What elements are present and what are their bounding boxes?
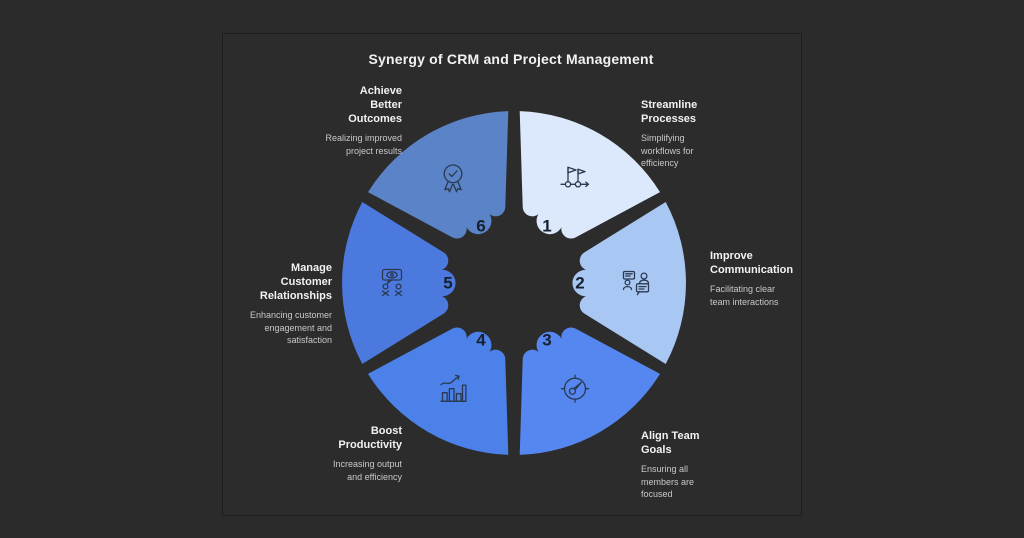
wheel-segment-5 — [342, 202, 456, 364]
label-description: Realizing improved project results — [325, 133, 402, 156]
wheel-segment-6 — [368, 111, 509, 239]
segment-number-1: 1 — [542, 216, 551, 235]
label-heading: Achieve Better Outcomes — [348, 85, 402, 126]
label-description: Ensuring all members are focused — [641, 464, 695, 500]
label-manage-customer-relationships: Manage Customer Relationships Enhancing … — [202, 261, 332, 347]
label-heading: Manage Customer Relationships — [259, 262, 332, 303]
slide-panel — [222, 33, 802, 516]
segment-number-3: 3 — [542, 331, 551, 350]
segment-number-2: 2 — [575, 274, 584, 293]
segment-number-6: 6 — [476, 216, 485, 235]
label-description: Simplifying workflows for efficiency — [641, 133, 694, 169]
label-achieve-better-outcomes: Achieve Better Outcomes Realizing improv… — [282, 84, 402, 157]
wheel-segment-4 — [368, 327, 509, 455]
label-heading: Improve Communication — [710, 250, 794, 277]
label-description: Enhancing customer engagement and satisf… — [249, 310, 332, 346]
segment-number-5: 5 — [443, 274, 452, 293]
wheel-segment-3 — [519, 327, 660, 455]
label-boost-productivity: Boost Productivity Increasing output and… — [282, 424, 402, 483]
label-improve-communication: Improve Communication Facilitating clear… — [710, 249, 840, 308]
page-title: Synergy of CRM and Project Management — [368, 51, 654, 67]
label-description: Facilitating clear team interactions — [710, 284, 779, 307]
label-description: Increasing output and efficiency — [332, 459, 402, 482]
segment-number-4: 4 — [476, 331, 486, 350]
label-heading: Streamline Processes — [641, 99, 698, 126]
label-streamline-processes: Streamline Processes Simplifying workflo… — [641, 98, 761, 170]
wheel-segment-1 — [519, 111, 660, 239]
label-heading: Align Team Goals — [641, 430, 700, 457]
label-heading: Boost Productivity — [338, 425, 402, 452]
label-align-team-goals: Align Team Goals Ensuring all members ar… — [641, 429, 761, 501]
